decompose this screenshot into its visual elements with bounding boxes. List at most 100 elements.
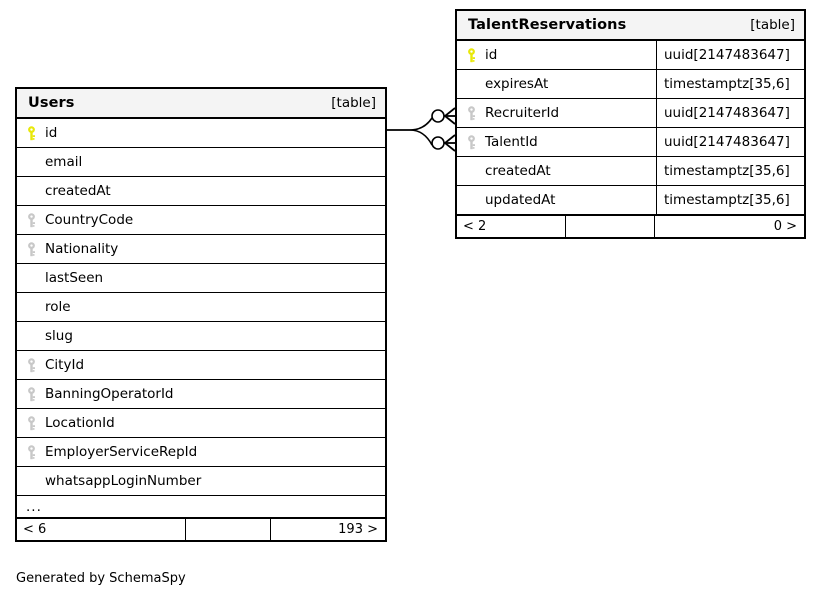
column-label: email <box>45 154 83 170</box>
no-key-icon <box>466 192 485 208</box>
table-row[interactable]: LocationId <box>17 409 385 438</box>
column-label: RecruiterId <box>485 105 560 121</box>
no-key-icon <box>26 183 45 199</box>
column-name-cell: whatsappLoginNumber <box>17 467 385 495</box>
table-row[interactable]: id <box>17 119 385 148</box>
table-talentreservations[interactable]: TalentReservations [table] id uuid[21474… <box>455 9 806 239</box>
column-name-cell: slug <box>17 322 385 350</box>
column-name-cell: expiresAt <box>457 70 656 98</box>
column-name-cell: id <box>457 41 656 69</box>
column-label: Nationality <box>45 241 119 257</box>
table-row[interactable]: whatsappLoginNumber <box>17 467 385 496</box>
column-name-cell: CityId <box>17 351 385 379</box>
table-row[interactable]: updatedAt timestamptz[35,6] <box>457 186 804 215</box>
column-label: slug <box>45 328 73 344</box>
footer-prev-count[interactable]: < 6 <box>23 522 47 537</box>
column-type-cell: uuid[2147483647] <box>656 41 804 69</box>
table-row[interactable]: Nationality <box>17 235 385 264</box>
table-title: Users <box>28 95 75 111</box>
no-key-icon <box>466 76 485 92</box>
table-footer-talentreservations: < 2 0 > <box>457 215 804 237</box>
footer-middle <box>185 519 270 540</box>
table-row[interactable]: createdAt <box>17 177 385 206</box>
table-row[interactable]: EmployerServiceRepId <box>17 438 385 467</box>
foreign-key-icon <box>26 444 45 460</box>
column-type-cell: uuid[2147483647] <box>656 99 804 127</box>
optional-marker-icon <box>431 109 445 123</box>
foreign-key-icon <box>26 386 45 402</box>
table-row[interactable]: RecruiterId uuid[2147483647] <box>457 99 804 128</box>
foreign-key-icon <box>466 105 485 121</box>
column-name-cell: role <box>17 293 385 321</box>
foreign-key-icon <box>26 212 45 228</box>
column-label: id <box>45 125 58 141</box>
optional-marker-icon <box>431 136 445 150</box>
table-row[interactable]: expiresAt timestamptz[35,6] <box>457 70 804 99</box>
no-key-icon <box>466 163 485 179</box>
table-title: TalentReservations <box>468 17 627 33</box>
column-label: lastSeen <box>45 270 104 286</box>
column-name-cell: TalentId <box>457 128 656 156</box>
column-label: CityId <box>45 357 85 373</box>
crowsfoot-icon <box>443 107 456 125</box>
foreign-key-icon <box>26 357 45 373</box>
footer-next-count[interactable]: 193 > <box>270 519 385 540</box>
table-footer-users: < 6 193 > <box>17 518 385 540</box>
column-name-cell: EmployerServiceRepId <box>17 438 385 466</box>
column-type-cell: uuid[2147483647] <box>656 128 804 156</box>
table-kind-label: [table] <box>750 17 795 33</box>
table-row[interactable]: createdAt timestamptz[35,6] <box>457 157 804 186</box>
column-label: updatedAt <box>485 192 556 208</box>
no-key-icon <box>26 473 45 489</box>
table-row[interactable]: role <box>17 293 385 322</box>
no-key-icon <box>26 154 45 170</box>
column-name-cell: BanningOperatorId <box>17 380 385 408</box>
column-type-cell: timestamptz[35,6] <box>656 157 804 185</box>
column-name-cell: Nationality <box>17 235 385 263</box>
column-name-cell: CountryCode <box>17 206 385 234</box>
column-label: role <box>45 299 71 315</box>
column-label: whatsappLoginNumber <box>45 473 202 489</box>
column-label: LocationId <box>45 415 115 431</box>
column-type-cell: timestamptz[35,6] <box>656 186 804 214</box>
column-label: TalentId <box>485 134 538 150</box>
table-row[interactable]: BanningOperatorId <box>17 380 385 409</box>
table-kind-label: [table] <box>331 95 376 111</box>
table-row[interactable]: slug <box>17 322 385 351</box>
no-key-icon <box>26 270 45 286</box>
primary-key-icon <box>26 125 45 141</box>
relationship-users-id-to-talentid <box>387 129 456 152</box>
footer-next-count[interactable]: 0 > <box>654 216 804 237</box>
table-row[interactable]: CityId <box>17 351 385 380</box>
column-name-cell: lastSeen <box>17 264 385 292</box>
table-row[interactable]: TalentId uuid[2147483647] <box>457 128 804 157</box>
footer-prev-count[interactable]: < 2 <box>463 219 487 234</box>
table-header-users: Users [table] <box>17 89 385 119</box>
table-users[interactable]: Users [table] id emai <box>15 87 387 542</box>
column-name-cell: createdAt <box>17 177 385 205</box>
footer-middle <box>565 216 654 237</box>
foreign-key-icon <box>26 241 45 257</box>
table-row[interactable]: CountryCode <box>17 206 385 235</box>
foreign-key-icon <box>26 415 45 431</box>
table-row[interactable]: lastSeen <box>17 264 385 293</box>
column-label: EmployerServiceRepId <box>45 444 198 460</box>
column-name-cell: RecruiterId <box>457 99 656 127</box>
more-columns-indicator: ... <box>17 496 385 518</box>
table-header-talentreservations: TalentReservations [table] <box>457 11 804 41</box>
table-row[interactable]: email <box>17 148 385 177</box>
column-name-cell: updatedAt <box>457 186 656 214</box>
column-name-cell: id <box>17 119 385 147</box>
table-row[interactable]: id uuid[2147483647] <box>457 41 804 70</box>
generated-by-caption: Generated by SchemaSpy <box>16 571 186 586</box>
column-label: id <box>485 47 498 63</box>
column-name-cell: email <box>17 148 385 176</box>
crowsfoot-icon <box>443 134 456 152</box>
foreign-key-icon <box>466 134 485 150</box>
column-label: createdAt <box>485 163 551 179</box>
no-key-icon <box>26 299 45 315</box>
no-key-icon <box>26 328 45 344</box>
column-name-cell: LocationId <box>17 409 385 437</box>
column-label: CountryCode <box>45 212 134 228</box>
